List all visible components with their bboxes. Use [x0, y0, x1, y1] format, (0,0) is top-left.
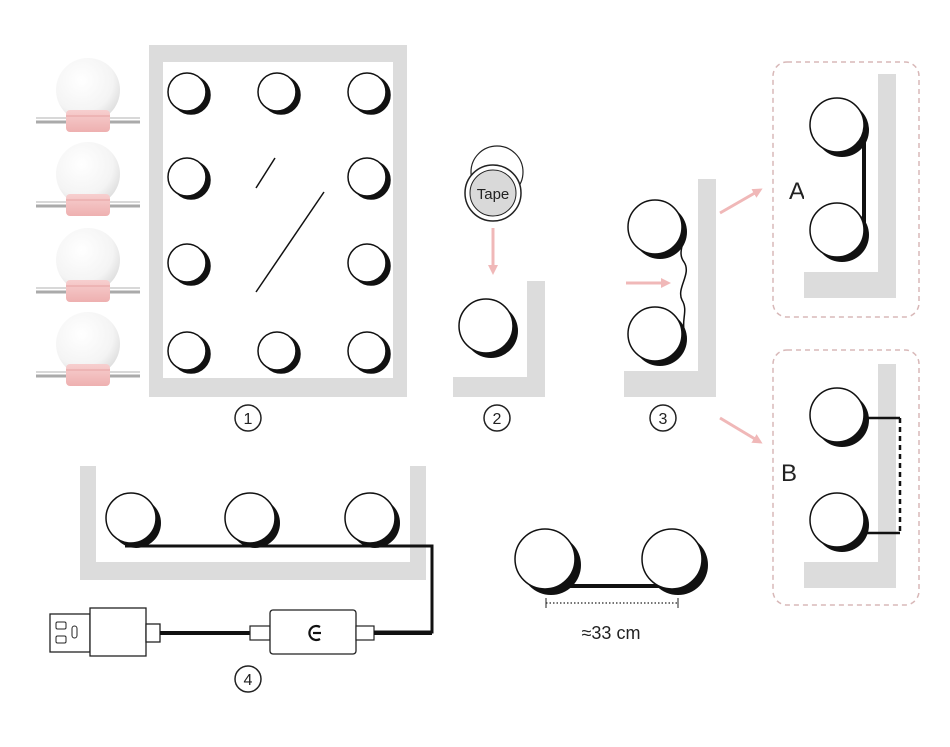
- product-bulb-4: [36, 312, 140, 386]
- mirror-bulbs: [167, 72, 391, 374]
- step2-tape: Tape: [453, 145, 545, 397]
- usb-plug-icon: [49, 607, 161, 657]
- step1-mirror-layout: [149, 45, 407, 397]
- bulb-spacing: ≈33 cm: [514, 528, 708, 643]
- arrow-to-option-b: [719, 416, 763, 444]
- step2-label: 2: [483, 404, 511, 432]
- inline-switch: [249, 609, 375, 655]
- product-bulb-1: [36, 58, 140, 132]
- product-bulbs: [36, 58, 140, 386]
- step4-label: 4: [234, 665, 262, 693]
- step3-cable-slack: [624, 179, 716, 397]
- step1-label: 1: [234, 404, 262, 432]
- option-a-label: A: [789, 178, 805, 205]
- option-b-label: B: [781, 460, 797, 487]
- step4-power-connection: [49, 466, 434, 657]
- step1-number: 1: [244, 411, 253, 428]
- product-bulb-2: [36, 142, 140, 216]
- step4-number: 4: [244, 672, 253, 689]
- spacing-label: ≈33 cm: [582, 623, 641, 643]
- power-icon: [308, 624, 321, 642]
- option-a-panel: A: [772, 61, 920, 318]
- step2-number: 2: [493, 411, 502, 428]
- option-b-panel: B: [772, 349, 920, 606]
- product-bulb-3: [36, 228, 140, 302]
- step3-label: 3: [649, 404, 677, 432]
- arrow-to-option-a: [719, 188, 763, 215]
- step3-number: 3: [659, 411, 668, 428]
- tape-label: Tape: [477, 186, 510, 203]
